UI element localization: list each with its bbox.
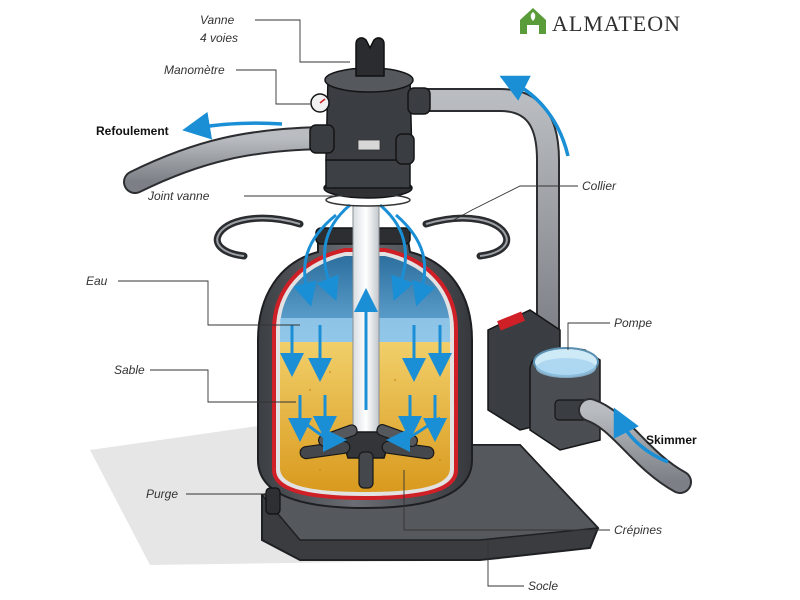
label-vanne-line1: Vanne	[200, 13, 235, 27]
label-purge: Purge	[146, 487, 178, 501]
flow-arrows	[280, 203, 452, 452]
valve-gasket	[325, 193, 411, 207]
label-eau: Eau	[86, 274, 108, 288]
pump	[487, 309, 601, 451]
valve-handle	[355, 37, 385, 77]
label-sable: Sable	[114, 363, 145, 377]
leader-lines	[118, 19, 610, 587]
label-refoulement: Refoulement	[96, 124, 169, 138]
almateon-logo: ALMATEON	[520, 8, 681, 36]
label-pompe: Pompe	[614, 316, 652, 330]
label-skimmer: Skimmer	[646, 433, 697, 447]
four-way-valve	[309, 37, 431, 207]
purge-plug	[265, 487, 281, 515]
label-crepines: Crépines	[614, 523, 662, 537]
brand-name: ALMATEON	[552, 11, 681, 36]
label-joint-vanne: Joint vanne	[147, 189, 210, 203]
house-logo-icon	[520, 8, 546, 34]
label-vanne-line2: 4 voies	[200, 31, 238, 45]
external-flow-arrows	[182, 75, 669, 464]
label-socle: Socle	[528, 579, 558, 593]
label-collier: Collier	[582, 179, 617, 193]
label-manometre: Manomètre	[164, 63, 225, 77]
